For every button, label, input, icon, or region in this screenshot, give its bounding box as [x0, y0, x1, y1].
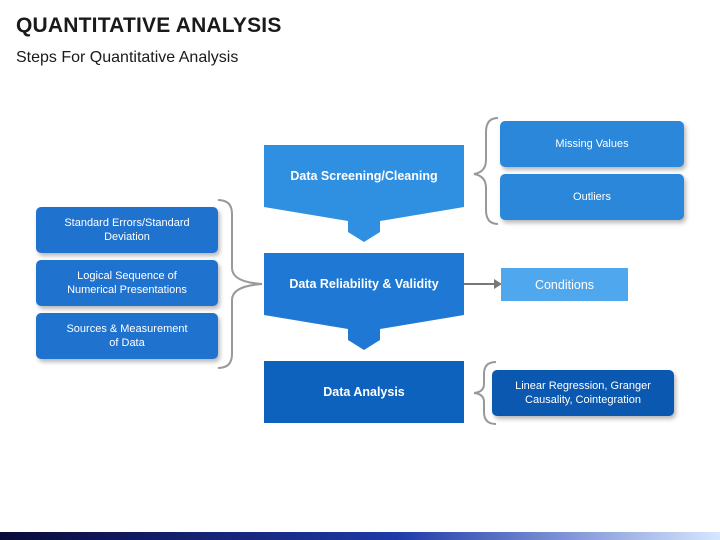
card-label: Missing Values [555, 138, 629, 150]
conditions-label: Conditions [534, 277, 595, 292]
page-title: QUANTITATIVE ANALYSIS [16, 14, 282, 37]
card-label: Linear Regression, Granger Causality, Co… [515, 380, 651, 406]
card-label: Outliers [573, 191, 611, 203]
analysis-bracket [473, 361, 497, 425]
step1-chevron [264, 207, 464, 242]
conditions-box: Conditions [501, 268, 628, 301]
step-label: Data Analysis [323, 385, 405, 399]
card-label: Logical Sequence of Numerical Presentati… [67, 270, 187, 296]
page-subtitle: Steps For Quantitative Analysis [16, 49, 239, 66]
screening-item-missing-values: Missing Values [500, 121, 684, 167]
step2-chevron [264, 315, 464, 350]
analysis-item-methods: Linear Regression, Granger Causality, Co… [492, 370, 674, 416]
step-data-reliability: Data Reliability & Validity [264, 253, 464, 315]
step-data-analysis: Data Analysis [264, 361, 464, 423]
screening-item-outliers: Outliers [500, 174, 684, 220]
step-label: Data Reliability & Validity [289, 277, 439, 291]
conditions-arrow-head [494, 279, 502, 289]
reliability-bracket [217, 199, 263, 369]
reliability-item-sources: Sources & Measurement of Data [36, 313, 218, 359]
reliability-item-standard-errors: Standard Errors/Standard Deviation [36, 207, 218, 253]
footer-bar [0, 532, 720, 540]
card-label: Standard Errors/Standard Deviation [64, 217, 190, 243]
step-data-screening: Data Screening/Cleaning [264, 145, 464, 207]
screening-bracket [473, 117, 499, 225]
step-label: Data Screening/Cleaning [290, 169, 438, 183]
reliability-item-logical-sequence: Logical Sequence of Numerical Presentati… [36, 260, 218, 306]
card-label: Sources & Measurement of Data [66, 323, 188, 349]
